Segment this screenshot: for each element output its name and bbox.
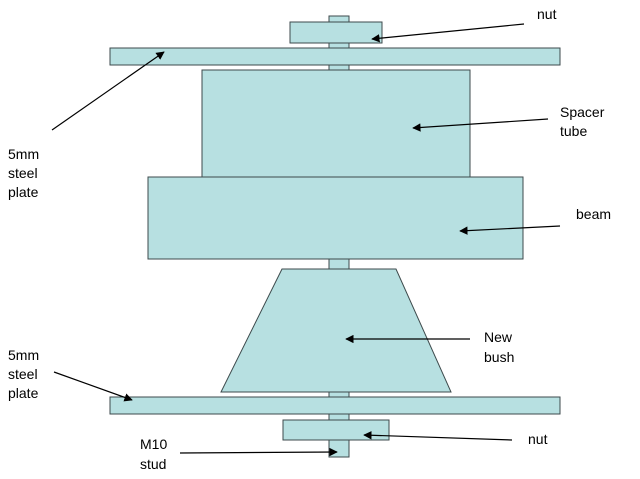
label-m10-stud: M10 stud: [140, 436, 171, 472]
label-nut-bottom: nut: [528, 431, 548, 447]
spacer-tube-arrow: [412, 118, 549, 132]
top-steel-plate: [109, 47, 561, 66]
top-nut: [289, 21, 383, 44]
label-nut-top: nut: [537, 6, 557, 22]
beam: [147, 176, 524, 260]
beam-arrow: [459, 225, 561, 235]
label-spacer-tube: Spacer tube: [560, 104, 608, 139]
label-beam: beam: [576, 206, 611, 222]
label-steel-plate-top: 5mm steel plate: [8, 146, 43, 200]
nut-bottom-arrow: [363, 431, 513, 441]
steel-plate-top-arrow: [51, 51, 165, 131]
bottom-nut: [282, 419, 390, 441]
new-bush: [220, 268, 452, 393]
label-steel-plate-bottom: 5mm steel plate: [8, 347, 43, 401]
nut-top-arrow: [371, 23, 525, 43]
m10-stud-arrow: [179, 447, 338, 457]
bottom-steel-plate: [109, 396, 561, 415]
steel-plate-bottom-arrow: [53, 371, 133, 402]
label-new-bush: New bush: [484, 329, 516, 365]
spacer-tube: [201, 69, 471, 178]
